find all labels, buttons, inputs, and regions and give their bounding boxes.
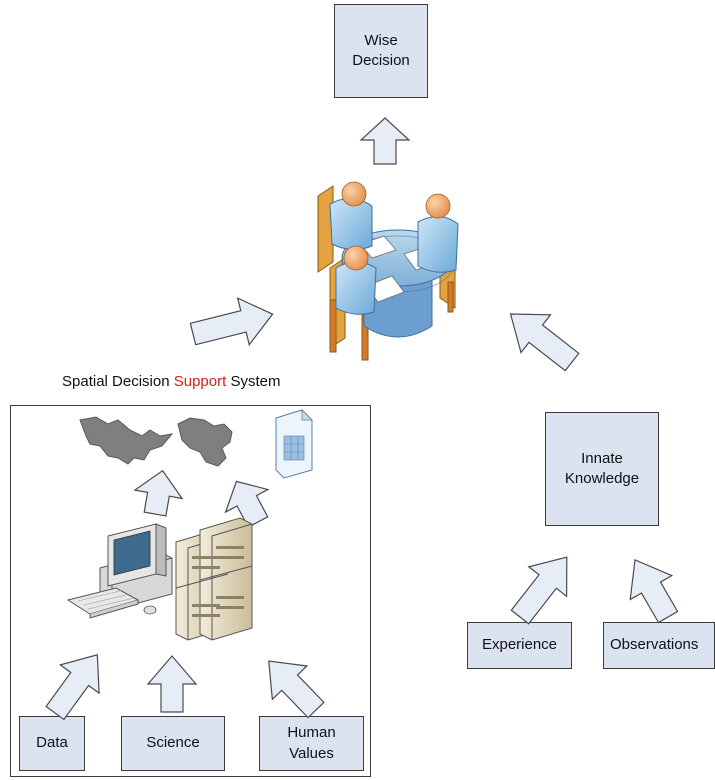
arrow-knowledge-to-meeting	[509, 313, 580, 372]
sdss-title-part1: Spatial Decision	[62, 373, 174, 390]
sdss-title-highlight: Support	[173, 373, 227, 390]
science-box: Science	[121, 716, 225, 771]
sdss-title-part2: System	[226, 373, 281, 390]
sdss-title: Spatial Decision Support System	[62, 373, 280, 390]
wise-decision-line1: Wise	[364, 31, 398, 49]
arrow-to-wise-decision	[359, 117, 411, 165]
human-values-line1: Human	[287, 724, 336, 742]
human-values-box: Human Values	[259, 716, 364, 771]
science-label: Science	[146, 734, 200, 752]
observations-label: Observations	[610, 636, 699, 654]
wise-decision-box: Wise Decision	[334, 4, 428, 98]
experience-label: Experience	[481, 636, 558, 654]
innate-knowledge-line1: Innate	[581, 449, 623, 467]
experience-box: Experience	[467, 622, 572, 669]
arrow-experience-to-knowledge	[510, 556, 568, 625]
arrow-observations-to-knowledge	[629, 558, 679, 624]
innate-knowledge-box: Innate Knowledge	[545, 412, 659, 526]
meeting-table-illustration	[317, 181, 459, 361]
wise-decision-line2: Decision	[352, 52, 410, 69]
sdss-frame	[10, 405, 371, 777]
data-label: Data	[36, 734, 68, 752]
innate-knowledge-line2: Knowledge	[564, 470, 640, 487]
data-box: Data	[19, 716, 85, 771]
arrow-sdss-to-meeting	[189, 297, 274, 347]
observations-box: Observations	[603, 622, 715, 669]
human-values-line2: Values	[289, 744, 334, 762]
